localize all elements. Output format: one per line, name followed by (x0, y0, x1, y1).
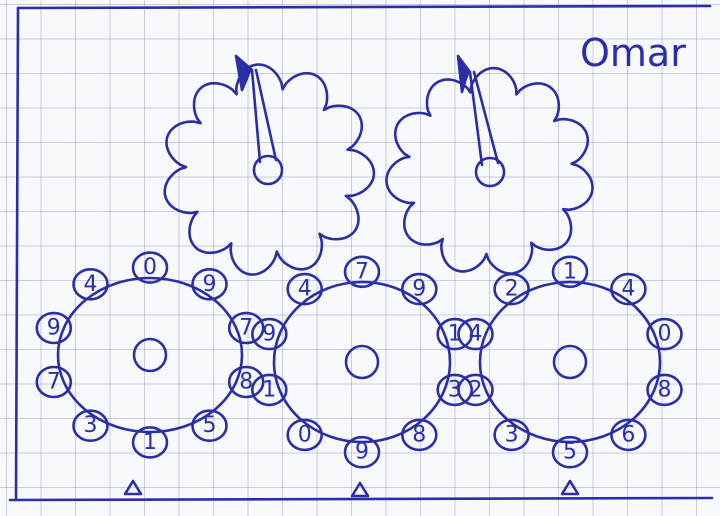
tooth-number: 1 (262, 377, 276, 402)
tooth-number: 3 (84, 413, 98, 438)
gear-hub (554, 346, 586, 378)
tooth-number: 2 (505, 277, 519, 302)
tooth-number: 9 (47, 316, 61, 341)
tooth-number: 0 (658, 322, 672, 347)
tooth-number: 4 (621, 277, 635, 302)
tooth-number: 8 (412, 422, 426, 447)
tooth-number: 5 (563, 440, 577, 465)
tooth-number: 7 (239, 316, 253, 341)
tooth-number: 9 (355, 440, 369, 465)
gear-hub (254, 156, 282, 184)
upper-right-gear (386, 56, 592, 274)
tooth-number: 0 (143, 255, 157, 280)
triangle-marker-left (125, 481, 141, 494)
tooth-number: 9 (412, 277, 426, 302)
gear-outline (386, 68, 592, 273)
tooth-number: 1 (143, 430, 157, 455)
tooth-number: 4 (298, 277, 312, 302)
tooth-number: 3 (505, 422, 519, 447)
tooth-number: 9 (262, 322, 276, 347)
gear-hub (346, 346, 378, 378)
gear-body (58, 278, 242, 432)
tooth-number: 6 (621, 422, 635, 447)
tooth-number: 4 (84, 272, 98, 297)
tooth-number: 8 (658, 377, 672, 402)
author-name: Omar (580, 31, 686, 75)
tooth-number: 0 (298, 422, 312, 447)
gear-outline (165, 65, 374, 275)
triangle-marker-right (562, 481, 578, 494)
tooth-number: 2 (469, 377, 483, 402)
triangle-marker-middle (352, 483, 368, 496)
gear-hub (134, 339, 166, 371)
triangle-markers (125, 481, 578, 496)
tooth-number: 1 (563, 259, 577, 284)
tooth-number: 7 (355, 259, 369, 284)
tooth-number: 4 (469, 322, 483, 347)
tooth-number: 9 (203, 272, 217, 297)
tooth-number: 5 (203, 413, 217, 438)
tooth-number: 7 (47, 370, 61, 395)
gear-hub (476, 158, 504, 186)
gear-body (480, 282, 660, 442)
upper-left-gear (165, 56, 374, 275)
gear-body (274, 282, 450, 442)
